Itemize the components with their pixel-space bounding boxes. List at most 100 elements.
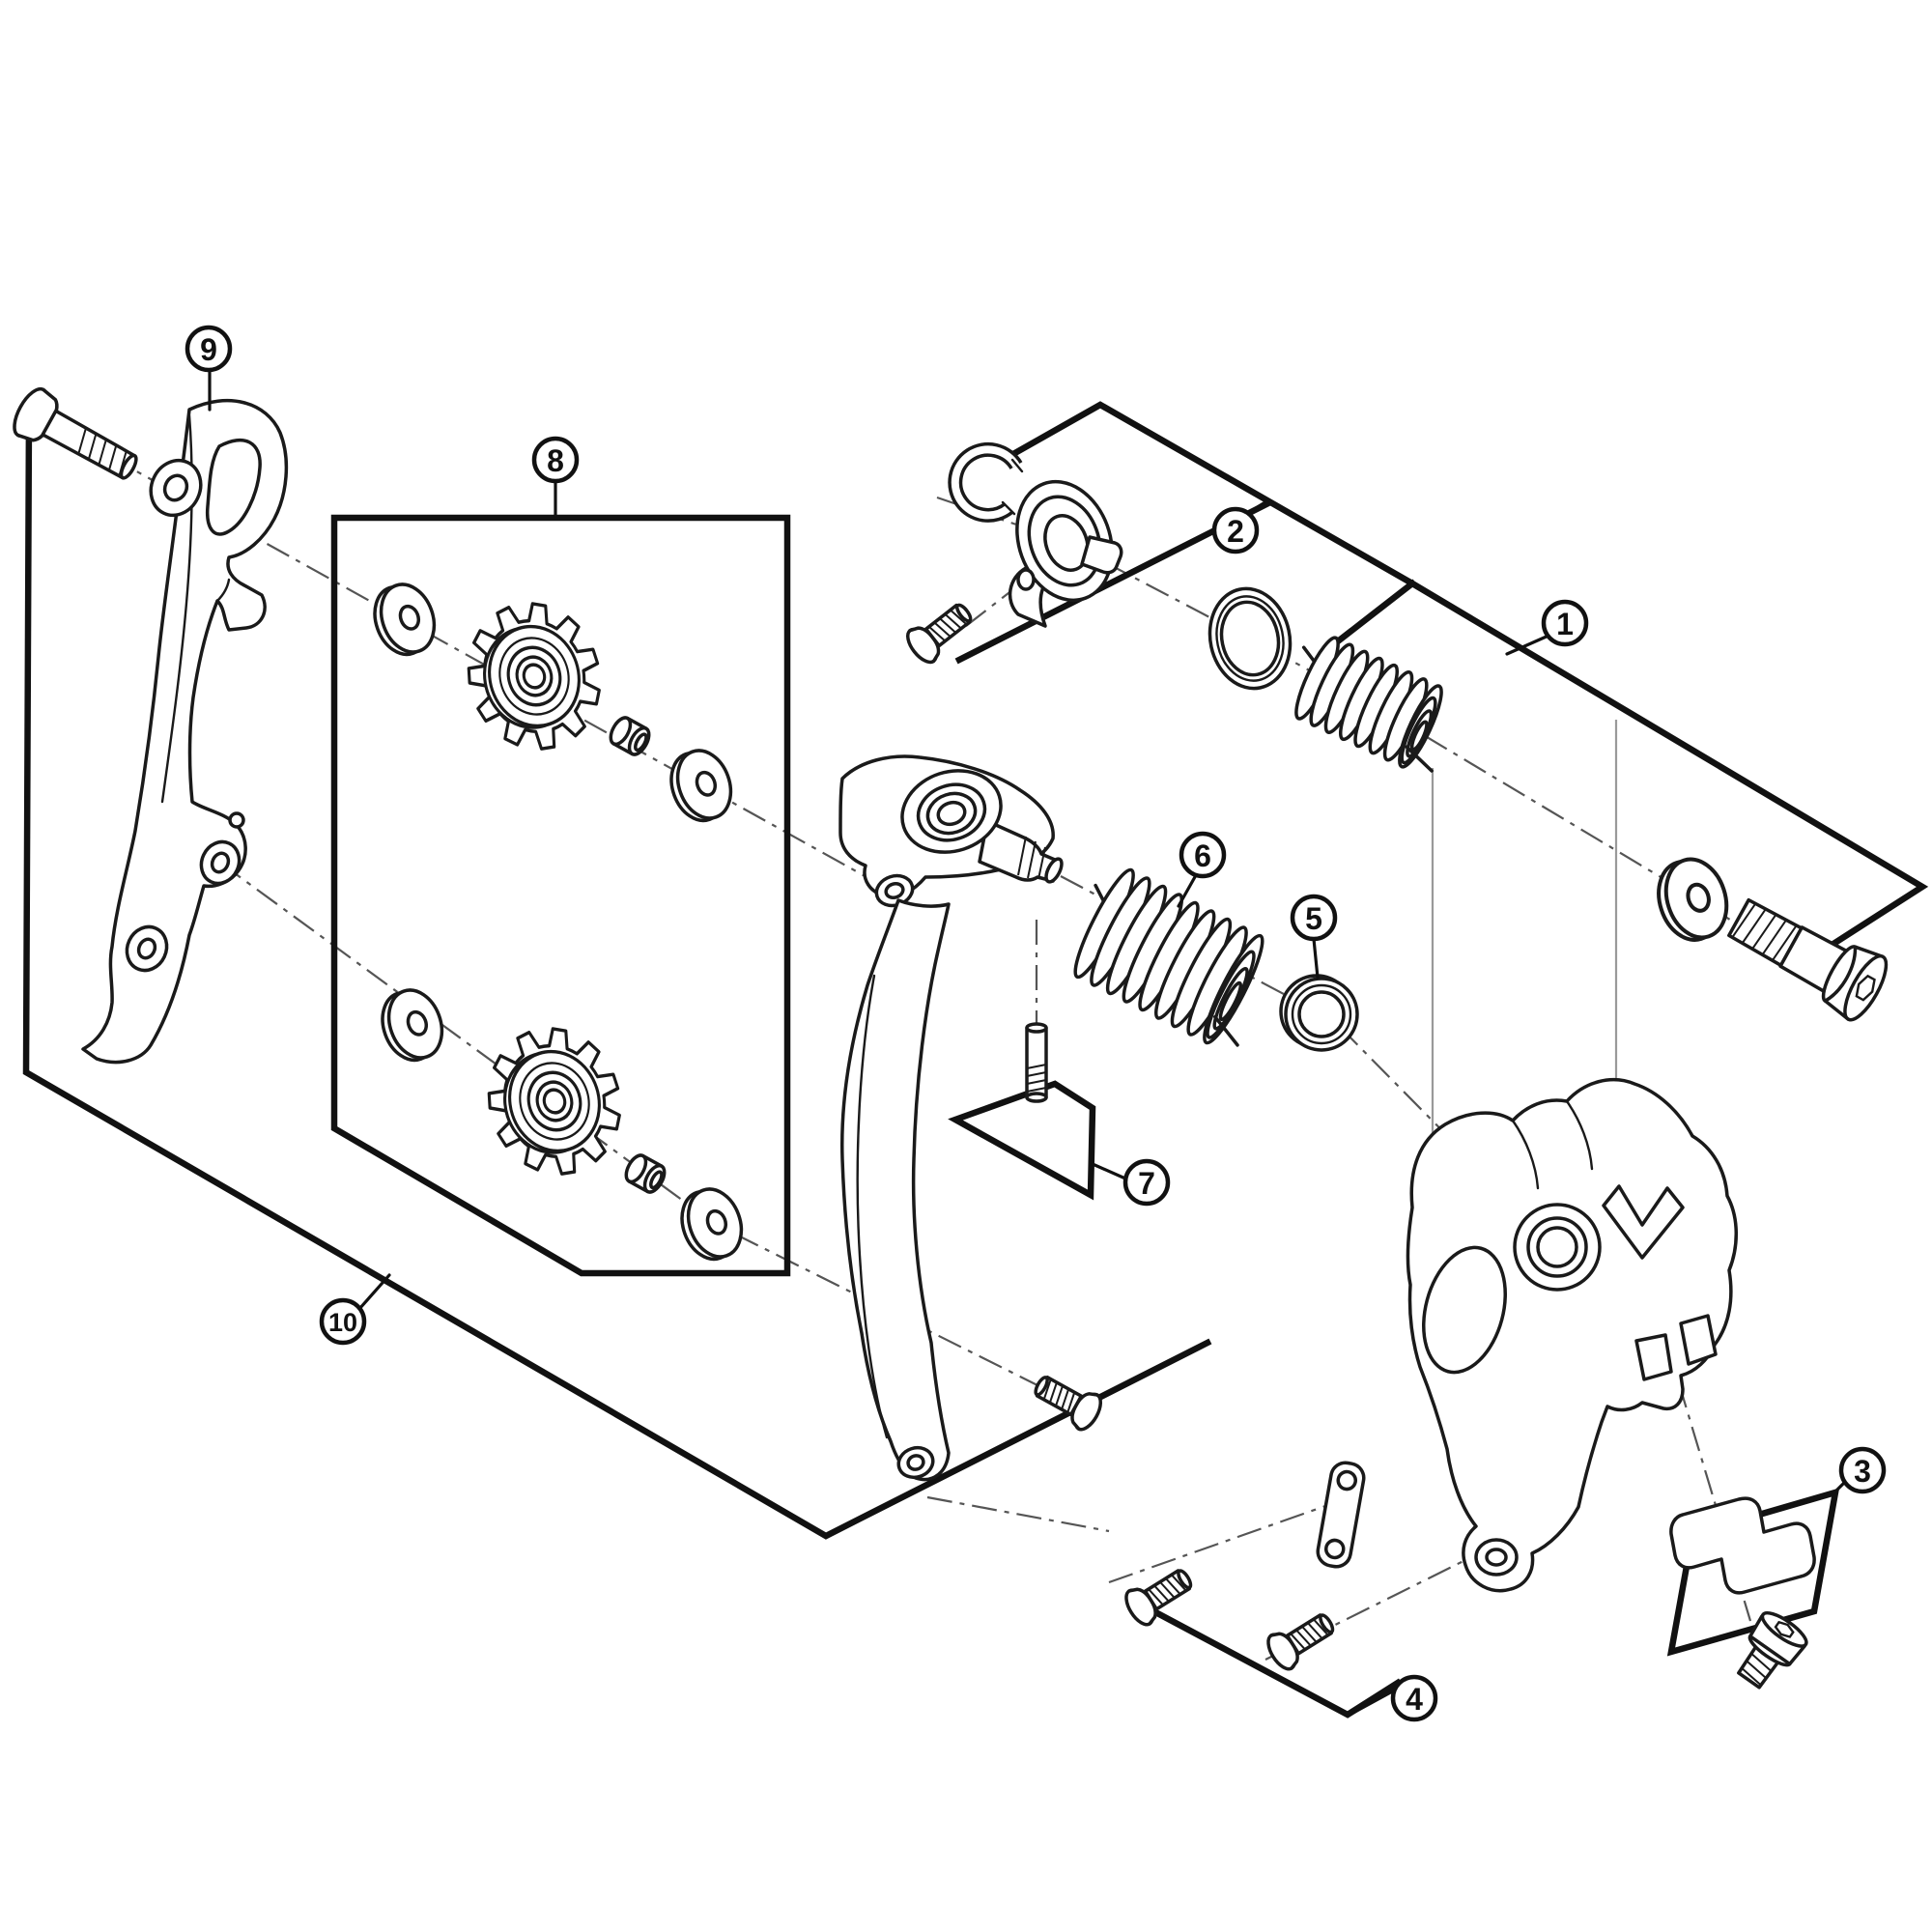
callout-1: 1 [1541, 599, 1589, 647]
inner-plate-bolt [13, 386, 138, 480]
setscrew-thread [1026, 1087, 1047, 1093]
screw-thread [1301, 1625, 1318, 1643]
callout-label-2: 2 [1227, 514, 1244, 549]
setscrew-body [1025, 1026, 1048, 1099]
callout-circle-2 [1211, 506, 1260, 554]
upper-pulley-bushing [609, 716, 651, 756]
screw-thread [1048, 1381, 1058, 1404]
oring-mid [1215, 595, 1285, 682]
callout-leader-2 [1246, 501, 1265, 515]
inner-cage-plate [81, 398, 289, 1065]
callout-6: 6 [1179, 831, 1227, 879]
b-axle-spring [1294, 636, 1443, 773]
screw-thread [1066, 1391, 1076, 1413]
screw-tip [955, 603, 973, 623]
upper-cage-axis [28, 411, 895, 894]
group-1-bracket [1009, 401, 1929, 949]
washer-hole [1686, 882, 1711, 913]
bushing-plate-screw [905, 603, 973, 665]
screw-thread [933, 621, 952, 639]
callout-10: 10 [319, 1297, 367, 1346]
setscrew-thread [1026, 1079, 1047, 1085]
screw-thread [1148, 1588, 1164, 1606]
callout-label-5: 5 [1305, 901, 1322, 936]
bushing-plate-unit [1008, 479, 1123, 628]
callout-label-10: 10 [328, 1308, 357, 1337]
callout-label-9: 9 [200, 332, 217, 367]
group-boundaries [22, 401, 1929, 1719]
callout-leader-6 [1177, 873, 1198, 908]
screw-tip [1177, 1569, 1193, 1590]
callout-label-7: 7 [1138, 1166, 1155, 1201]
upper-pulley-washer-right [669, 749, 733, 823]
stop-screw-axis [926, 1495, 1110, 1533]
derailleur-body [1406, 1077, 1738, 1593]
b-axle-oring [1208, 586, 1293, 691]
screw-tip [1319, 1613, 1335, 1634]
lower-pulley-washer-left [381, 988, 444, 1063]
bushing-back [609, 716, 633, 747]
callout-circle-9 [185, 325, 233, 373]
screw-thread [1042, 1378, 1052, 1401]
main-pivot-bolt [1727, 897, 1889, 1022]
eclip-inner [951, 445, 1020, 520]
outer-cage-plate [838, 754, 1064, 1482]
group-10-bracket [22, 410, 1212, 1540]
cable-fixing-plate [1669, 1496, 1816, 1595]
screw-thread [1295, 1629, 1312, 1647]
callout-leader-3 [1832, 1480, 1847, 1495]
adjust-screw-axis-b [1264, 1547, 1492, 1661]
plate-axle-washer [1657, 857, 1729, 942]
callout-circle-3 [1838, 1446, 1887, 1494]
screw-thread [1153, 1584, 1170, 1603]
callout-8: 8 [531, 436, 580, 484]
setscrew-bottom [1025, 1092, 1048, 1103]
adjust-screw-axis-a [1108, 1497, 1346, 1584]
adjust-screw-low [1124, 1569, 1193, 1627]
callout-label-4: 4 [1406, 1682, 1423, 1717]
callout-5: 5 [1290, 894, 1338, 942]
screw-thread [1054, 1385, 1065, 1406]
group-4-bracket [1125, 1594, 1403, 1719]
e-clip [948, 441, 1024, 523]
adjust-link-plate [1316, 1461, 1366, 1569]
spring-cover-ring [1279, 974, 1359, 1052]
screw-thread [1159, 1580, 1176, 1599]
setscrew-top [1025, 1022, 1048, 1034]
screw-thread [1165, 1577, 1181, 1596]
washer-hole [695, 770, 718, 797]
callout-circle-6 [1179, 831, 1227, 879]
lower-pulley [487, 1027, 621, 1176]
ring-mid [1291, 983, 1352, 1045]
callout-9: 9 [185, 325, 233, 373]
callout-label-1: 1 [1556, 607, 1574, 641]
washer-hole [705, 1208, 728, 1236]
callout-label-8: 8 [547, 443, 564, 478]
callout-circle-4 [1390, 1674, 1438, 1722]
spring-tang-front [1213, 1014, 1239, 1047]
callout-circle-5 [1290, 894, 1338, 942]
pulley-ring [519, 1062, 590, 1141]
pulley-spline [522, 663, 547, 690]
callout-circle-10 [319, 1297, 367, 1346]
callout-circle-1 [1541, 599, 1589, 647]
lower-pulley-bushing [624, 1153, 667, 1194]
setscrew-thread [1026, 1071, 1047, 1077]
screw-thread [944, 613, 962, 630]
callout-label-6: 6 [1194, 838, 1211, 873]
callout-3: 3 [1838, 1446, 1887, 1494]
callout-leader-4 [1351, 1688, 1398, 1715]
lower-pulley-washer-right [680, 1187, 744, 1262]
callout-leader-5 [1312, 937, 1320, 980]
screw-thread [1290, 1633, 1306, 1651]
callout-leader-10 [357, 1273, 391, 1311]
upper-pulley [467, 602, 601, 751]
spring-tang-front [1405, 745, 1434, 773]
eclip-tips [1001, 458, 1024, 516]
bushing-bore [649, 1170, 664, 1190]
group-8-box [330, 514, 791, 1277]
cable-bolt-axis [1677, 1382, 1752, 1622]
washer-hole [406, 1009, 429, 1037]
screw-tip [1034, 1376, 1049, 1397]
